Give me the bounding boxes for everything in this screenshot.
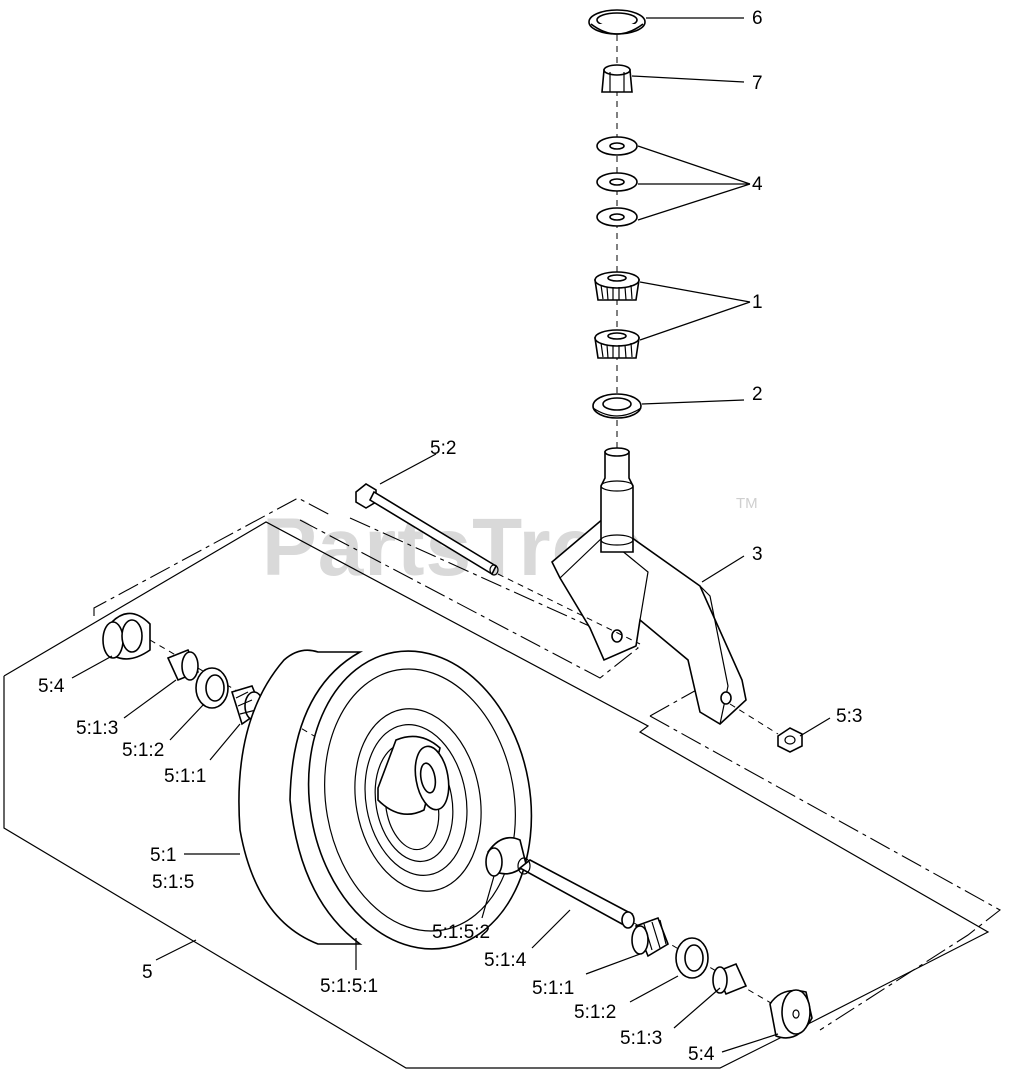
race-part-5-1-2-left xyxy=(195,667,229,709)
wheel-assembly-boundary xyxy=(93,497,1001,1031)
spacer-cap-part-5-4-right xyxy=(769,989,813,1039)
callout-5-1[interactable]: 5:1 xyxy=(150,845,176,866)
callout-labels: 6 7 4 1 2 5:2 3 5:4 5:1:3 5:1:2 5:1:1 5:… xyxy=(38,8,862,1065)
bearing-race-part-2 xyxy=(592,393,642,419)
axle-bolt-part-5-2 xyxy=(355,483,641,645)
callout-5-1-5-1[interactable]: 5:1:5:1 xyxy=(320,976,378,997)
callout-2[interactable]: 2 xyxy=(752,384,763,405)
tapered-bearings-part-1 xyxy=(594,271,640,359)
race-part-5-1-5-2 xyxy=(485,836,527,877)
dust-cap-part-6 xyxy=(588,9,646,35)
race-part-5-1-2-right xyxy=(675,937,709,979)
spacer-cap-part-5-4-left xyxy=(102,612,151,660)
callout-5-1-1-left[interactable]: 5:1:1 xyxy=(164,766,206,787)
bushing-part-5-1-3-right xyxy=(712,962,748,996)
callout-5-1-3-right[interactable]: 5:1:3 xyxy=(620,1028,662,1049)
callout-4[interactable]: 4 xyxy=(752,174,763,195)
spacer-tube-part-5-1-4 xyxy=(517,857,635,929)
callout-5[interactable]: 5 xyxy=(142,962,153,983)
leader-lines xyxy=(71,17,831,1053)
watermark-trademark: TM xyxy=(736,495,758,512)
callout-7[interactable]: 7 xyxy=(752,73,763,94)
lock-nut-part-7 xyxy=(601,64,633,93)
assembly-5-outline xyxy=(3,521,990,1069)
callout-5-2[interactable]: 5:2 xyxy=(430,438,456,459)
callout-5-4-right[interactable]: 5:4 xyxy=(688,1044,715,1065)
callout-6[interactable]: 6 xyxy=(752,8,763,29)
callout-5-1-5[interactable]: 5:1:5 xyxy=(152,872,194,893)
wheel-tire-part-5-1 xyxy=(238,649,533,950)
callout-5-4-left[interactable]: 5:4 xyxy=(38,676,65,697)
axle-nut-part-5-3 xyxy=(729,703,803,753)
callout-5-1-4[interactable]: 5:1:4 xyxy=(484,950,527,971)
bearing-part-5-1-1-right xyxy=(631,916,669,958)
callout-5-3[interactable]: 5:3 xyxy=(836,706,862,727)
washers-part-4 xyxy=(596,136,638,227)
callout-5-1-1-right[interactable]: 5:1:1 xyxy=(532,978,574,999)
callout-5-1-5-2[interactable]: 5:1:5:2 xyxy=(432,922,490,943)
callout-1[interactable]: 1 xyxy=(752,292,763,313)
bushing-part-5-1-3-left xyxy=(166,648,200,682)
callout-5-1-2-right[interactable]: 5:1:2 xyxy=(574,1002,616,1023)
callout-5-1-3-left[interactable]: 5:1:3 xyxy=(76,718,118,739)
callout-3[interactable]: 3 xyxy=(752,544,763,565)
callout-5-1-2-left[interactable]: 5:1:2 xyxy=(122,740,164,761)
caster-fork-part-3 xyxy=(551,447,747,725)
